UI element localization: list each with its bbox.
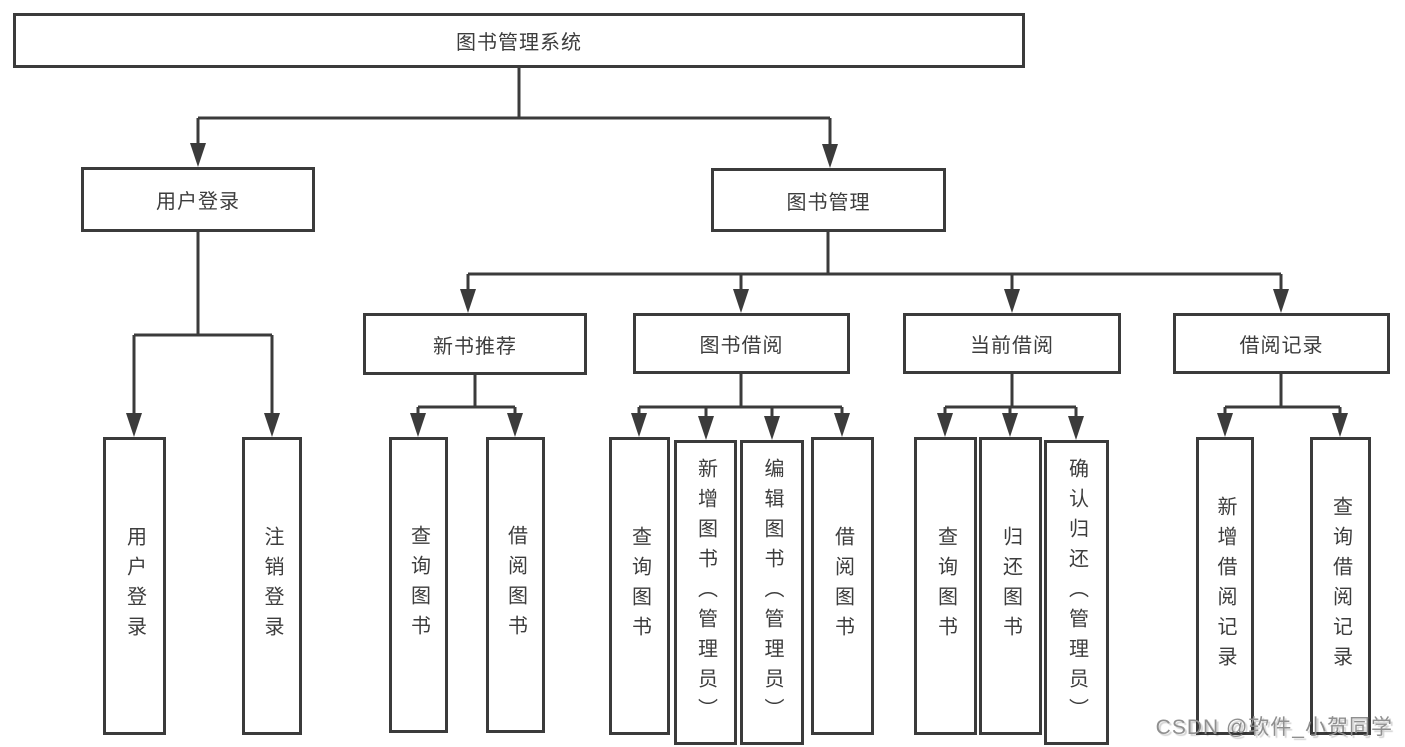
leaf-logout: 注销登录 xyxy=(242,437,302,735)
leaf-records-add-record-label: 新增借阅记录 xyxy=(1214,496,1236,676)
node-user-login: 用户登录 xyxy=(81,167,315,232)
leaf-borrow-edit-books-admin-label: 编辑图书（管理员） xyxy=(761,457,783,728)
leaf-borrow-query-books: 查询图书 xyxy=(609,437,670,735)
connector-bookmgmt-to-level3 xyxy=(460,232,1289,313)
leaf-current-confirm-return-admin-label: 确认归还（管理员） xyxy=(1065,457,1088,728)
leaf-newrec-borrow-books: 借阅图书 xyxy=(486,437,545,733)
node-current-borrow-label: 当前借阅 xyxy=(970,335,1054,357)
leaf-user-login-label: 用户登录 xyxy=(123,526,146,646)
leaf-borrow-borrow-books-label: 借阅图书 xyxy=(831,526,854,646)
connector-borrowrecords-to-leaves xyxy=(1217,374,1348,437)
leaf-borrow-query-books-label: 查询图书 xyxy=(628,526,651,646)
leaf-borrow-add-books-admin: 新增图书（管理员） xyxy=(674,440,737,745)
leaf-records-query-record-label: 查询借阅记录 xyxy=(1329,496,1352,676)
leaf-newrec-query-books: 查询图书 xyxy=(389,437,448,733)
connector-currentborrow-to-leaves xyxy=(937,374,1084,440)
node-new-book-recommend: 新书推荐 xyxy=(363,313,587,375)
leaf-borrow-add-books-admin-label: 新增图书（管理员） xyxy=(694,457,717,728)
node-book-management-label: 图书管理 xyxy=(786,191,871,214)
connector-newbookrec-to-leaves xyxy=(410,375,523,437)
leaf-user-login: 用户登录 xyxy=(103,437,166,735)
leaf-newrec-borrow-books-label: 借阅图书 xyxy=(504,525,527,645)
leaf-records-query-record: 查询借阅记录 xyxy=(1310,437,1371,735)
connector-userlogin-to-leaves xyxy=(126,232,280,437)
leaf-logout-label: 注销登录 xyxy=(261,526,283,646)
leaf-current-query-books: 查询图书 xyxy=(914,437,977,735)
node-current-borrow: 当前借阅 xyxy=(903,313,1121,374)
connector-bookborrow-to-leaves xyxy=(631,374,850,440)
leaf-current-return-books: 归还图书 xyxy=(979,437,1042,735)
node-borrow-records-label: 借阅记录 xyxy=(1239,335,1324,357)
node-borrow-records: 借阅记录 xyxy=(1173,313,1390,374)
leaf-current-query-books-label: 查询图书 xyxy=(934,526,957,646)
leaf-current-return-books-label: 归还图书 xyxy=(999,526,1022,646)
leaf-borrow-edit-books-admin: 编辑图书（管理员） xyxy=(740,440,804,745)
node-root-label: 图书管理系统 xyxy=(456,32,582,54)
leaf-borrow-borrow-books: 借阅图书 xyxy=(811,437,874,735)
node-book-borrow: 图书借阅 xyxy=(633,313,850,374)
connector-root-to-level2 xyxy=(190,68,838,168)
node-root-library-system: 图书管理系统 xyxy=(13,13,1025,68)
node-book-management: 图书管理 xyxy=(711,168,946,232)
node-user-login-label: 用户登录 xyxy=(156,191,240,213)
watermark: CSDN @软件_小贺同学 xyxy=(1155,716,1393,739)
leaf-current-confirm-return-admin: 确认归还（管理员） xyxy=(1044,440,1109,745)
leaf-newrec-query-books-label: 查询图书 xyxy=(407,525,430,645)
node-book-borrow-label: 图书借阅 xyxy=(699,335,784,357)
node-new-book-recommend-label: 新书推荐 xyxy=(433,335,517,358)
leaf-records-add-record: 新增借阅记录 xyxy=(1196,437,1254,735)
